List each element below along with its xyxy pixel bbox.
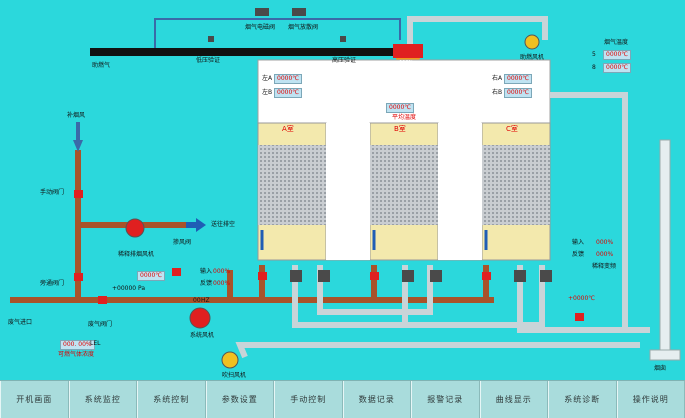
flow-arrows (73, 122, 206, 232)
chimney-label: 烟囱 (654, 366, 666, 372)
flue-inlet-label: 废气进口 (8, 320, 32, 326)
bypass-valve-label: 旁通阀门 (40, 281, 64, 287)
chimney (660, 140, 670, 360)
dil-inlet-value: 000% (596, 240, 613, 246)
menu-button-9[interactable]: 操作说明 (617, 381, 685, 418)
menu-button-4[interactable]: 手动控制 (274, 381, 343, 418)
clean-blower-label: 吹扫风机 (222, 373, 246, 379)
pressure-value: +00000 (112, 286, 136, 292)
flue-a-label: 5 (592, 52, 596, 58)
flue-valve-label: 废气阀门 (88, 322, 112, 328)
dilution-fan-label: 稀释排烟风机 (118, 252, 154, 258)
dilution-fan-icon[interactable] (126, 219, 144, 237)
clean-blower-icon[interactable] (222, 352, 238, 368)
mix-temp-value: 0000℃ (137, 271, 165, 281)
right-temp-value: +0000℃ (568, 296, 595, 302)
combustion-air-label: 助燃气 (92, 63, 110, 69)
left-b-label: 左B (262, 90, 272, 96)
outlet-pct-value: 000% (213, 281, 230, 287)
menu-button-7[interactable]: 曲线显示 (480, 381, 549, 418)
mix-valve-label: 掺风阀 (173, 240, 191, 246)
high-pressure-label: 高压验证 (332, 58, 356, 64)
to-chimney-label: 送往排空 (211, 222, 235, 228)
vent-valve-1-label: 烟气电磁阀 (245, 25, 275, 31)
dil-outlet-label: 反馈 (572, 252, 584, 258)
menu-button-6[interactable]: 报警记录 (411, 381, 480, 418)
menu-button-0[interactable]: 开机画面 (0, 381, 69, 418)
left-a-label: 左A (262, 76, 272, 82)
flue-b-label: 8 (592, 65, 596, 71)
burner-value: 000% (399, 61, 413, 66)
low-pressure-label: 低压验证 (196, 58, 220, 64)
gas-bypass-line (155, 19, 400, 48)
air-supply-pipe (410, 19, 545, 52)
menu-button-3[interactable]: 参数设置 (206, 381, 275, 418)
menu-button-8[interactable]: 系统诊断 (548, 381, 617, 418)
dilution-freq-label: 稀释变频 (592, 264, 616, 270)
menu-button-5[interactable]: 数据记录 (343, 381, 412, 418)
chimney-base (650, 350, 680, 360)
outlet-label: 反馈 (200, 281, 212, 287)
burner-head (393, 44, 423, 58)
freq-unit: HZ (201, 298, 210, 304)
concentration-label: 可燃气体浓度 (58, 352, 94, 358)
avg-temp-label: 平均温度 (392, 115, 416, 121)
menu-button-2[interactable]: 系统控制 (137, 381, 206, 418)
chamber-a-label: A室 (282, 126, 294, 133)
inlet-label: 输入 (200, 269, 212, 275)
dil-inlet-label: 输入 (572, 240, 584, 246)
inlet-pct-value: 000% (213, 269, 230, 275)
chambers (258, 123, 550, 260)
chamber-c-label: C室 (506, 126, 518, 133)
right-a-value: 0000℃ (504, 74, 532, 84)
flue-temp-b-value: 0000℃ (603, 63, 631, 73)
pressure-unit: Pa (138, 286, 145, 292)
right-b-label: 右B (492, 90, 502, 96)
flue-temp-a-value: 0000℃ (603, 50, 631, 60)
right-b-value: 0000℃ (504, 88, 532, 98)
menu-button-1[interactable]: 系统监控 (69, 381, 138, 418)
lel-unit: LEL (90, 341, 100, 347)
left-a-value: 0000℃ (274, 74, 302, 84)
dil-outlet-value: 000% (596, 252, 613, 258)
flue-temp-label: 烟气温度 (604, 40, 628, 46)
nav-menu: 开机画面系统监控系统控制参数设置手动控制数据记录报警记录曲线显示系统诊断操作说明 (0, 380, 685, 418)
chamber-b-label: B室 (394, 126, 406, 133)
system-fan-icon[interactable] (190, 308, 210, 328)
blower-icon[interactable] (525, 35, 539, 49)
left-b-value: 0000℃ (274, 88, 302, 98)
right-a-label: 右A (492, 76, 502, 82)
avg-temp-value: 0000℃ (386, 103, 414, 113)
exhaust-fan-label: 补烟风 (67, 113, 85, 119)
gas-main-pipe (90, 48, 410, 56)
manual-valve-label: 手动阀门 (40, 190, 64, 196)
freq-value: 00 (193, 298, 201, 304)
system-fan-label: 系统风机 (190, 333, 214, 339)
blower-label: 助燃风机 (520, 55, 544, 61)
vent-valve-2-label: 烟气放散阀 (288, 25, 318, 31)
